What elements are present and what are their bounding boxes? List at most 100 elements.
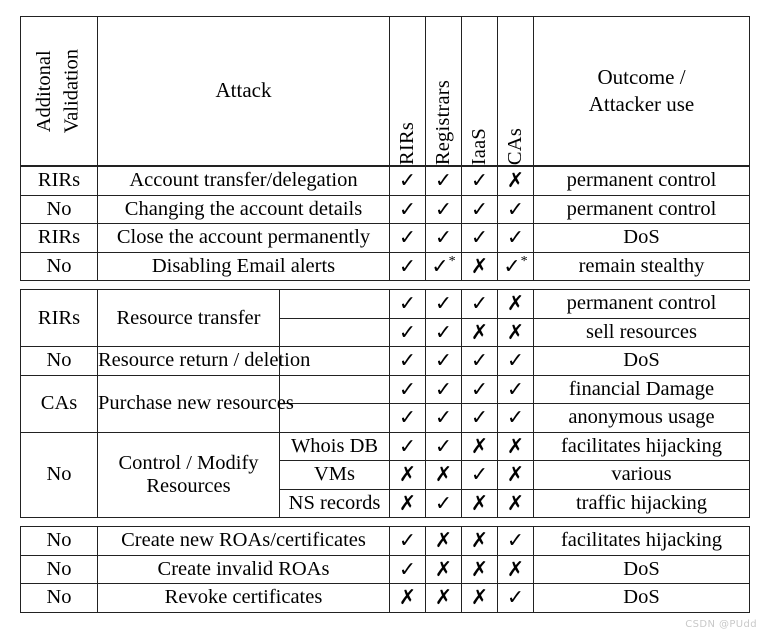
header-registrars: Registrars	[425, 16, 462, 166]
cell-attack: Resource return / deletion	[97, 346, 310, 376]
cell-outcome: permanent control	[533, 166, 750, 196]
check-icon: ✓	[497, 403, 534, 433]
cross-icon: ✗	[461, 431, 498, 461]
cell-outcome: DoS	[533, 223, 750, 253]
check-icon: ✓	[425, 166, 462, 196]
cell-outcome: DoS	[533, 583, 750, 613]
cell-attack: Purchase new resources	[97, 374, 294, 433]
check-icon: ✓	[425, 194, 462, 224]
header-iaas: IaaS	[461, 16, 498, 166]
check-icon: ✓*	[425, 251, 462, 281]
check-icon: ✓	[389, 223, 426, 253]
cross-icon: ✗	[461, 251, 498, 281]
header-outcome-line2: Attacker use	[588, 92, 695, 116]
cell-outcome: DoS	[533, 346, 750, 376]
check-icon: ✓	[389, 431, 426, 461]
check-icon: ✓	[497, 346, 534, 376]
cell-validation: No	[20, 194, 98, 224]
cross-icon: ✗	[497, 289, 534, 319]
cell-validation: No	[20, 554, 98, 584]
header-iaas-label: IaaS	[468, 127, 491, 165]
cell-attack-subtype: NS records	[279, 488, 390, 518]
check-icon: ✓	[389, 526, 426, 556]
cross-icon: ✗	[461, 583, 498, 613]
cell-validation: No	[20, 526, 98, 556]
header-attack: Attack	[97, 16, 390, 166]
check-icon: ✓	[389, 251, 426, 281]
cell-attack-subtype	[279, 374, 390, 404]
check-icon: ✓	[425, 317, 462, 347]
check-icon: ✓	[497, 526, 534, 556]
cell-outcome: traffic hijacking	[533, 488, 750, 518]
cell-attack: Disabling Email alerts	[97, 251, 390, 281]
table-row: ✓✓✗✗sell resources	[21, 317, 750, 347]
header-outcome: Outcome /Attacker use	[533, 16, 750, 166]
cell-attack-line1: Control / Modify	[118, 451, 259, 474]
header-rirs: RIRs	[389, 16, 426, 166]
cell-attack: Changing the account details	[97, 194, 390, 224]
cross-icon: ✗	[389, 460, 426, 490]
cell-outcome: permanent control	[533, 289, 750, 319]
check-icon: ✓*	[497, 251, 534, 281]
cell-outcome: various	[533, 460, 750, 490]
cell-validation: CAs	[20, 374, 98, 433]
header-registrars-label: Registrars	[432, 79, 455, 165]
check-icon: ✓	[389, 554, 426, 584]
check-icon: ✓	[461, 374, 498, 404]
cell-validation: No	[20, 431, 98, 518]
header-rirs-label: RIRs	[396, 122, 419, 165]
cell-validation: RIRs	[20, 223, 98, 253]
cross-icon: ✗	[461, 488, 498, 518]
check-icon: ✓	[461, 346, 498, 376]
cross-icon: ✗	[425, 526, 462, 556]
header-cas: CAs	[497, 16, 534, 166]
header-cas-label: CAs	[504, 127, 527, 165]
cell-attack-subtype: VMs	[279, 460, 390, 490]
cross-icon: ✗	[461, 317, 498, 347]
check-icon: ✓	[461, 403, 498, 433]
cross-icon: ✗	[461, 526, 498, 556]
cross-icon: ✗	[461, 554, 498, 584]
header-attack-label: Attack	[215, 78, 272, 103]
check-icon: ✓	[497, 583, 534, 613]
check-icon: ✓	[461, 194, 498, 224]
cross-icon: ✗	[389, 583, 426, 613]
cell-attack-subtype: Whois DB	[279, 431, 390, 461]
table-row: NS records✗✓✗✗traffic hijacking	[21, 488, 750, 518]
cell-attack-subtype	[279, 317, 390, 347]
check-icon: ✓	[389, 289, 426, 319]
cell-validation: RIRs	[20, 289, 98, 347]
check-icon: ✓	[425, 374, 462, 404]
check-icon: ✓	[461, 460, 498, 490]
cell-attack: Create invalid ROAs	[97, 554, 390, 584]
check-icon: ✓	[425, 289, 462, 319]
watermark: CSDN @PUdd	[685, 619, 757, 630]
cross-icon: ✗	[425, 460, 462, 490]
table-row: VMs✗✗✓✗various	[21, 460, 750, 490]
check-icon: ✓	[425, 488, 462, 518]
check-icon: ✓	[389, 317, 426, 347]
cell-validation: RIRs	[20, 166, 98, 196]
cell-outcome: facilitates hijacking	[533, 526, 750, 556]
check-icon: ✓	[389, 166, 426, 196]
check-icon: ✓	[425, 431, 462, 461]
header-validation-line2: Validation	[61, 48, 83, 134]
cell-attack: Account transfer/delegation	[97, 166, 390, 196]
cell-attack: Close the account permanently	[97, 223, 390, 253]
cell-attack-subtype	[279, 346, 390, 376]
cross-icon: ✗	[425, 554, 462, 584]
cell-attack-subtype	[279, 403, 390, 433]
cell-attack: Create new ROAs/certificates	[97, 526, 390, 556]
check-icon: ✓	[389, 403, 426, 433]
